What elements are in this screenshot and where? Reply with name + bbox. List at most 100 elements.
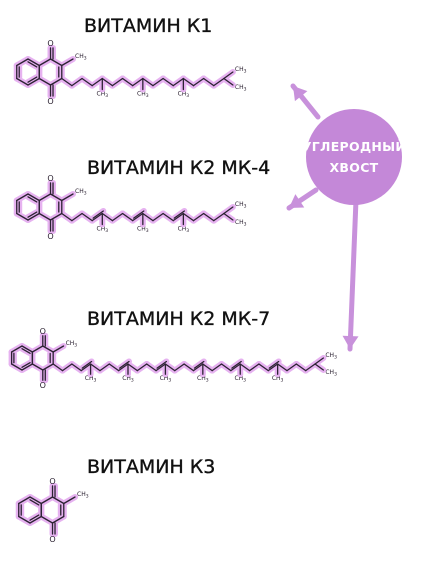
bond	[173, 210, 186, 219]
bond	[29, 496, 42, 505]
bond	[61, 193, 74, 202]
oxygen-label: O	[49, 477, 55, 486]
bond	[248, 363, 260, 372]
bond	[49, 212, 63, 221]
bond	[223, 77, 234, 86]
bond	[49, 77, 63, 86]
bond	[52, 345, 65, 353]
bond	[16, 58, 29, 67]
bond	[133, 210, 145, 219]
bond	[18, 496, 31, 505]
bond	[71, 363, 82, 372]
bond	[21, 363, 34, 371]
bond	[101, 212, 114, 222]
bond	[61, 363, 73, 372]
bond	[202, 77, 215, 87]
bond	[38, 77, 52, 86]
bond	[155, 363, 167, 372]
bond	[99, 363, 110, 372]
bond	[42, 345, 54, 353]
bond	[16, 77, 29, 86]
bond	[21, 347, 31, 354]
callout-bubble: УГЛЕРОДНЫЙ ХВОСТ	[302, 109, 406, 205]
bond	[230, 363, 241, 372]
callout-line-2: ХВОСТ	[330, 160, 379, 175]
bond	[61, 212, 73, 222]
callout-line-1: УГЛЕРОДНЫЙ	[302, 139, 406, 154]
bond	[49, 193, 63, 202]
bond	[27, 76, 38, 83]
bond	[121, 212, 134, 222]
methyl-label: CH3	[272, 375, 284, 384]
bond	[101, 77, 114, 87]
bond	[27, 77, 40, 86]
bond	[136, 363, 148, 372]
bond	[81, 77, 93, 87]
bond	[29, 514, 40, 521]
bond	[111, 77, 124, 87]
bond	[27, 58, 40, 67]
arrow-head	[289, 194, 305, 208]
callout-circle	[306, 109, 402, 205]
bond	[268, 360, 280, 369]
bond	[172, 212, 185, 222]
bond	[211, 363, 223, 372]
bond	[193, 360, 205, 369]
bond	[27, 196, 38, 203]
bond	[202, 363, 213, 372]
bond	[172, 77, 185, 87]
bond	[127, 363, 139, 372]
bond	[38, 212, 52, 221]
methyl-label: CH3	[77, 491, 89, 500]
bond	[314, 357, 325, 365]
bond	[213, 212, 225, 222]
callout-arrows	[286, 83, 359, 352]
bond	[223, 71, 234, 80]
arrow-head	[342, 335, 359, 349]
methyl-label: CH3	[234, 375, 246, 384]
bond	[81, 212, 93, 222]
bond	[21, 362, 31, 369]
bond	[42, 363, 54, 371]
bond	[117, 363, 129, 372]
methyl-label: CH3	[137, 226, 149, 235]
bond	[111, 212, 124, 222]
bond	[31, 345, 44, 353]
methyl-label: CH3	[178, 226, 190, 235]
bond	[10, 345, 23, 353]
bond	[38, 58, 52, 67]
arrow-shaft	[347, 197, 359, 352]
bond	[152, 212, 164, 222]
bond	[239, 363, 251, 372]
bond	[89, 363, 101, 372]
bond	[51, 496, 65, 505]
methyl-label: CH3	[160, 375, 172, 384]
arrow-head	[293, 86, 308, 102]
methyl-label: CH3	[75, 53, 87, 62]
oxygen-label: O	[47, 174, 53, 183]
bond	[18, 515, 31, 524]
bond	[276, 363, 288, 372]
bond	[63, 496, 76, 505]
bond	[223, 206, 234, 215]
bond	[192, 363, 204, 372]
methyl-label: CH3	[85, 375, 97, 384]
methyl-label: CH3	[97, 91, 109, 100]
bond	[27, 211, 38, 218]
bond	[27, 61, 38, 68]
bond	[61, 77, 73, 87]
bond	[31, 363, 44, 371]
bond	[51, 515, 65, 524]
oxygen-label: O	[40, 327, 46, 336]
bond	[92, 210, 104, 219]
oxygen-label: O	[47, 232, 53, 241]
bond	[38, 193, 52, 202]
methyl-label: CH3	[325, 369, 337, 378]
bond	[174, 363, 185, 372]
bond	[40, 496, 54, 505]
bond	[71, 212, 83, 222]
bond	[223, 212, 234, 221]
